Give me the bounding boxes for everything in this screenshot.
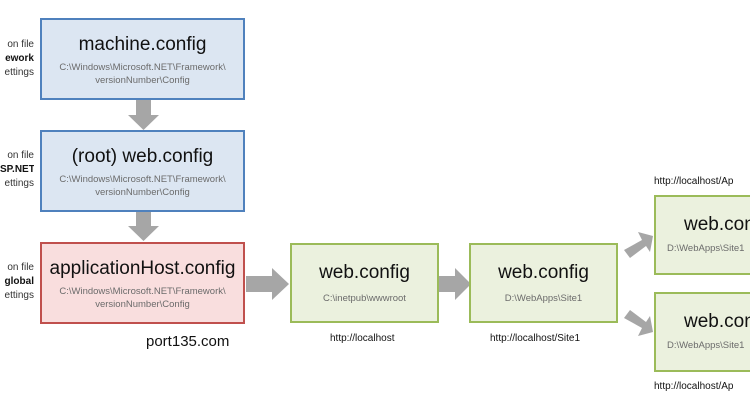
applicationhost-config-path: C:\Windows\Microsoft.NET\Framework\ vers… xyxy=(59,286,226,310)
watermark-text: port135.com xyxy=(146,333,230,350)
arrow-diag-up xyxy=(624,232,653,258)
arrow-down-1 xyxy=(128,100,159,130)
side-label-machine: on file ework ettings xyxy=(4,39,34,78)
machine-config-title: machine.config xyxy=(78,34,207,55)
app-bottom-web-config-path: D:\WebApps\Site1 xyxy=(667,340,745,351)
url-localhost: http://localhost xyxy=(330,333,395,344)
url-app-top: http://localhost/Ap xyxy=(654,176,734,187)
wwwroot-web-config-title: web.config xyxy=(319,262,410,283)
url-site1: http://localhost/Site1 xyxy=(490,333,581,344)
site1-web-config-box: web.config D:\WebApps\Site1 xyxy=(469,243,618,323)
machine-config-box: machine.config C:\Windows\Microsoft.NET\… xyxy=(40,18,245,100)
app-bottom-web-config-box: web.con D:\WebApps\Site1 xyxy=(654,292,750,372)
root-web-config-path: C:\Windows\Microsoft.NET\Framework\ vers… xyxy=(59,174,226,198)
root-web-config-title: (root) web.config xyxy=(71,146,214,167)
arrow-right-1 xyxy=(246,268,289,300)
wwwroot-web-config-path: C:\inetpub\wwwroot xyxy=(323,293,406,304)
app-top-web-config-title: web.con xyxy=(684,214,750,235)
side-label-root: on file SP.NET ettings xyxy=(0,150,34,189)
machine-config-path: C:\Windows\Microsoft.NET\Framework\ vers… xyxy=(59,62,226,86)
arrow-down-2 xyxy=(128,212,159,241)
wwwroot-web-config-box: web.config C:\inetpub\wwwroot xyxy=(290,243,439,323)
arrow-right-2 xyxy=(438,268,471,300)
site1-web-config-path: D:\WebApps\Site1 xyxy=(504,293,583,304)
app-bottom-web-config-title: web.con xyxy=(684,311,750,332)
arrow-diag-down xyxy=(624,310,653,336)
app-top-web-config-path: D:\WebApps\Site1 xyxy=(667,243,745,254)
url-app-bottom: http://localhost/Ap xyxy=(654,381,734,392)
site1-web-config-title: web.config xyxy=(498,262,589,283)
side-label-apphost: on file global ettings xyxy=(4,262,34,301)
root-web-config-box: (root) web.config C:\Windows\Microsoft.N… xyxy=(40,130,245,212)
applicationhost-config-title: applicationHost.config xyxy=(49,258,236,279)
app-top-web-config-box: web.con D:\WebApps\Site1 xyxy=(654,195,750,275)
applicationhost-config-box: applicationHost.config C:\Windows\Micros… xyxy=(40,242,245,324)
